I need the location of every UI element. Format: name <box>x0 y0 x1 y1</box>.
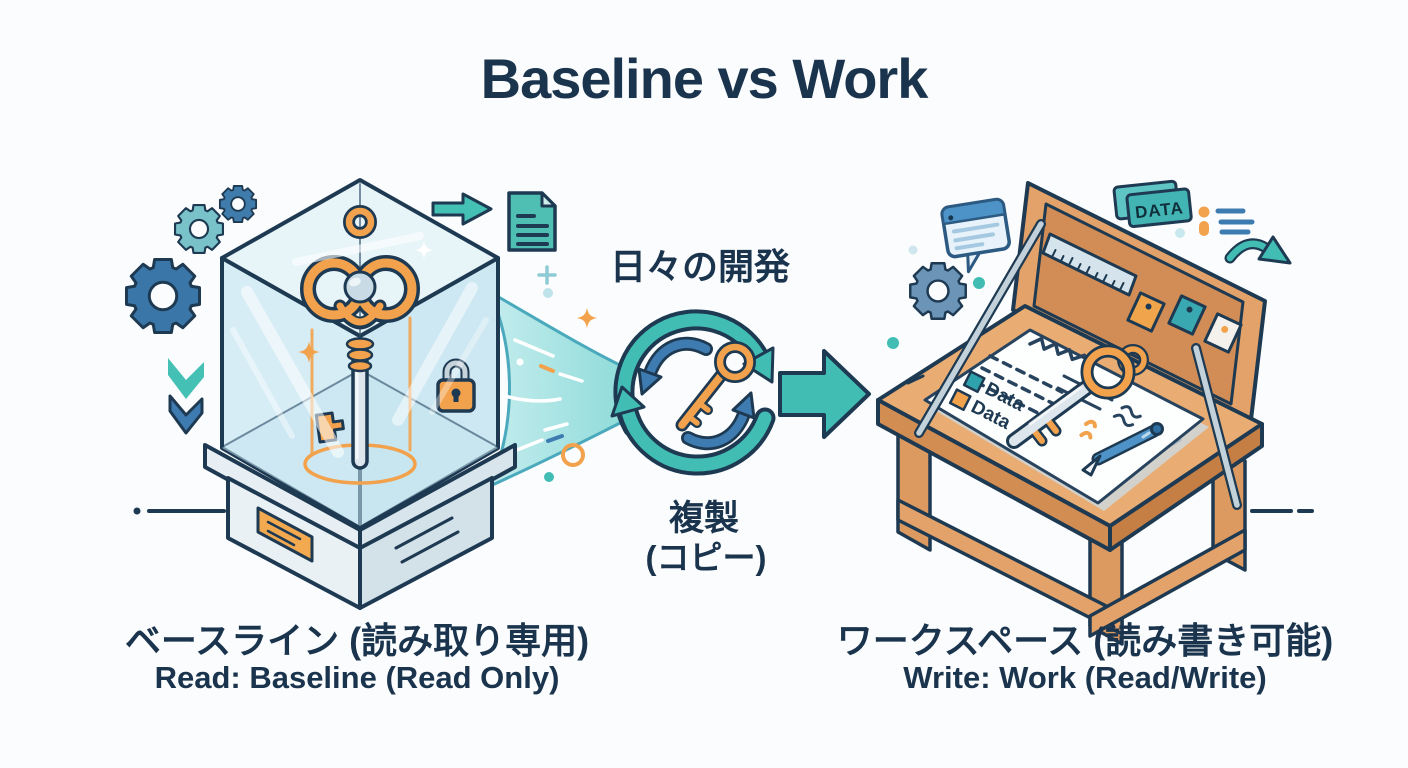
cycle-arrowhead <box>610 385 646 418</box>
dot <box>908 245 918 255</box>
stream-decor <box>543 288 598 482</box>
sync-cycle-icon <box>610 309 776 476</box>
workspace-caption-en: Write: Work (Read/Write) <box>903 660 1267 695</box>
document-icon <box>507 191 557 252</box>
work-key-icon <box>1006 344 1149 449</box>
arrow-right-icon <box>431 192 493 226</box>
sticky-note-icon <box>1126 291 1166 333</box>
curved-arrow-icon <box>1224 235 1292 265</box>
legend-swatch <box>962 370 986 394</box>
ground-line-left <box>133 507 226 515</box>
pen-clicker <box>1150 422 1164 436</box>
workbench: Data Data <box>876 181 1267 646</box>
workspace-caption-jp: ワークスペース (読み書き可能) <box>836 620 1334 661</box>
baseline-caption-jp: ベースライン (読み取り専用) <box>124 620 590 661</box>
chevron-down-icon <box>168 394 204 435</box>
copy-label-sub: (コピー) <box>645 539 767 576</box>
dot <box>1175 228 1185 238</box>
desk-legs <box>896 428 1247 646</box>
left-accent-icons <box>125 184 557 435</box>
cycle-arrowhead <box>742 346 775 384</box>
gear-icon <box>125 258 201 334</box>
pen-icon <box>1081 422 1164 477</box>
pedestal-label <box>256 506 314 563</box>
flow-arrow-icon <box>778 349 871 439</box>
surface-mark <box>906 374 925 385</box>
pedestal <box>203 443 517 610</box>
list-icon <box>1198 206 1255 236</box>
chevron-down-icon <box>168 358 204 399</box>
ruler-icon <box>1041 232 1138 297</box>
t-square-rod <box>914 219 1046 438</box>
daily-dev-label: 日々の開発 <box>609 246 791 287</box>
right-accent-icons: DATA <box>887 179 1292 349</box>
dot <box>973 277 985 289</box>
desk-rail <box>1088 528 1247 638</box>
dot <box>543 288 553 298</box>
cycle-key-icon <box>675 341 756 432</box>
baseline-caption-en: Read: Baseline (Read Only) <box>154 660 560 695</box>
page-title: Baseline vs Work <box>480 47 929 110</box>
plus-sparkle-icon <box>537 265 557 285</box>
gear-icon <box>173 203 225 255</box>
dot <box>544 472 554 482</box>
sticky-note-icon <box>1167 294 1207 336</box>
data-tag-label: DATA <box>1134 198 1184 222</box>
sticky-note-icon <box>1203 312 1243 354</box>
baseline-key-icon <box>300 205 420 470</box>
copy-label-jp: 複製 <box>668 499 740 538</box>
padlock-icon <box>436 358 476 413</box>
inner-arrowhead <box>731 391 756 420</box>
data-tag: DATA <box>1112 179 1193 229</box>
glass-highlights <box>230 232 489 458</box>
inner-arrowhead <box>637 367 663 396</box>
t-square-rod <box>1191 343 1242 510</box>
gear-icon <box>909 262 967 320</box>
dot <box>887 337 899 349</box>
ring-dot <box>561 443 585 467</box>
key-jewel <box>343 270 377 304</box>
pen-tip <box>1081 454 1102 477</box>
sparkle-icon <box>576 307 598 329</box>
speech-bubble-icon <box>940 197 1011 274</box>
pedestal-vent-lines <box>394 516 460 564</box>
legend-swatch <box>948 388 972 412</box>
desk-rail <box>896 498 1124 636</box>
glass-case <box>220 178 500 530</box>
gear-icon <box>218 184 258 224</box>
